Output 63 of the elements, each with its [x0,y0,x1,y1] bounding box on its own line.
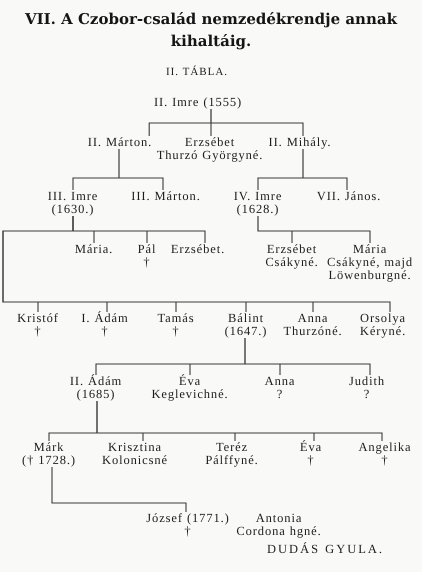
person-name: Pál [138,243,156,256]
lineage-line [96,401,383,441]
person-name: Krisztina [108,441,162,454]
title: VII. A Czobor-család nemzedékrendje annak kihaltáig. [24,9,398,52]
lineage-line [2,216,391,312]
person-name: Teréz [216,441,248,454]
person-name: Angelika [358,441,412,454]
person-name: Tamás [158,312,194,325]
person-note: Kolonicsné [102,454,168,467]
person-note: (1628.) [236,203,280,216]
person-name: II. Imre (1555) [154,96,242,109]
person-name: II. Ádám [70,375,122,388]
person-note: (1685) [76,388,116,401]
lineage-line [210,109,304,136]
person-name: Éva [178,375,202,388]
person-note: († 1728.) [22,454,76,467]
person-name: Erzsébet [266,243,318,256]
person-note: Pálffyné. [205,454,259,467]
person-name: Orsolya [360,312,406,325]
person-name: Bálint [228,312,264,325]
person-note: Csákyné. [265,256,319,269]
person-name: Erzsébet. [170,243,226,256]
person-note: † [34,325,42,338]
person-note: † [172,325,180,338]
person-name: József (1771.) [146,512,230,525]
person-note: † [307,454,315,467]
person-name: VII. János. [316,190,382,203]
person-name: Mária. [74,243,114,256]
person-note: Thurzóné. [283,325,343,338]
person-name: Márk [34,441,64,454]
lineage-line [257,216,371,243]
person-note: † [143,256,151,269]
person-note: Kéryné. [360,325,406,338]
lineage-line [302,149,348,190]
lineage-line [244,338,371,375]
lineage-line [118,149,164,190]
person-note: (1647.) [224,325,268,338]
person-name: III. Imre [48,190,98,203]
person-name: Éva [300,441,322,454]
person-name: Erzsébet [184,136,236,149]
person-name: I. Ádám [81,312,129,325]
person-name: Kristóf [17,312,59,325]
side-note: Antonia Cordona hgné. [235,512,323,538]
person-name: Mária [352,243,388,256]
person-name: Anna [298,312,328,325]
person-name: II. Márton. [88,136,152,149]
person-note: Thurzó Györgyné. [156,149,264,162]
person-note: Csákyné, majd Löwenburgné. [326,256,414,282]
author-name: DUDÁS GYULA. [267,542,384,557]
person-name: Judith [349,375,385,388]
person-note: ? [276,388,284,401]
person-name: Anna [264,375,296,388]
person-note: † [381,454,389,467]
table-label: II. TÁBLA. [166,66,228,78]
person-name: IV. Imre [234,190,282,203]
person-note: (1630.) [52,203,94,216]
person-note: † [101,325,109,338]
person-note: Keglevichné. [151,388,229,401]
person-name: II. Mihály. [268,136,332,149]
person-note: † [184,525,192,538]
person-name: III. Márton. [131,190,201,203]
lineage-line [51,467,187,512]
person-note: ? [364,388,370,401]
